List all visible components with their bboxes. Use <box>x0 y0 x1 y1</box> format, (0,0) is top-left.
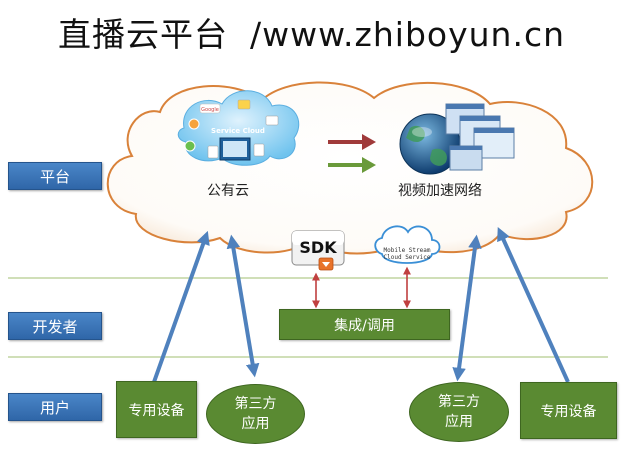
layer-label-developer: 开发者 <box>8 312 102 340</box>
third-party-left-line1: 第三方 <box>234 396 277 412</box>
device-right-upload-arrow <box>497 227 570 383</box>
third-party-left-line2: 应用 <box>241 416 270 432</box>
mobile-stream-cloud-icon: Mobile Stream Cloud Service <box>374 225 441 264</box>
service-cloud-text: Service Cloud <box>211 127 265 135</box>
device-right: 专用设备 <box>520 382 617 439</box>
layer-label-user: 用户 <box>8 393 102 421</box>
third-party-app-left: 第三方 应用 <box>206 384 305 444</box>
sdk-text: SDK <box>299 238 337 257</box>
title-url: /www.zhiboyun.cn <box>250 15 565 54</box>
google-badge: Google <box>201 107 219 113</box>
app-left-arrow <box>226 234 260 378</box>
third-party-app-right: 第三方 应用 <box>409 382 509 442</box>
video-accel-label: 视频加速网络 <box>398 183 482 199</box>
public-cloud-label: 公有云 <box>207 183 249 199</box>
sdk-icon: SDK <box>291 230 345 271</box>
third-party-right-line1: 第三方 <box>438 394 480 410</box>
integration-box: 集成/调用 <box>279 309 450 340</box>
layer-label-platform: 平台 <box>8 162 102 190</box>
platform-cloud <box>106 81 594 255</box>
green-arrow <box>328 157 376 173</box>
video-network-icon <box>399 103 515 175</box>
page-title: 直播云平台/www.zhiboyun.cn <box>0 8 623 56</box>
third-party-right-line2: 应用 <box>445 414 473 430</box>
cloud-service-text: Cloud Service <box>384 254 431 261</box>
app-right-arrow <box>452 234 482 382</box>
red-arrow <box>328 134 376 150</box>
device-left: 专用设备 <box>116 381 197 438</box>
service-cloud-icon: Google Service Cloud <box>177 90 300 166</box>
mobile-stream-text: Mobile Stream <box>384 247 431 254</box>
device-left-upload-arrow <box>152 230 210 383</box>
title-cn: 直播云平台 <box>58 15 228 54</box>
